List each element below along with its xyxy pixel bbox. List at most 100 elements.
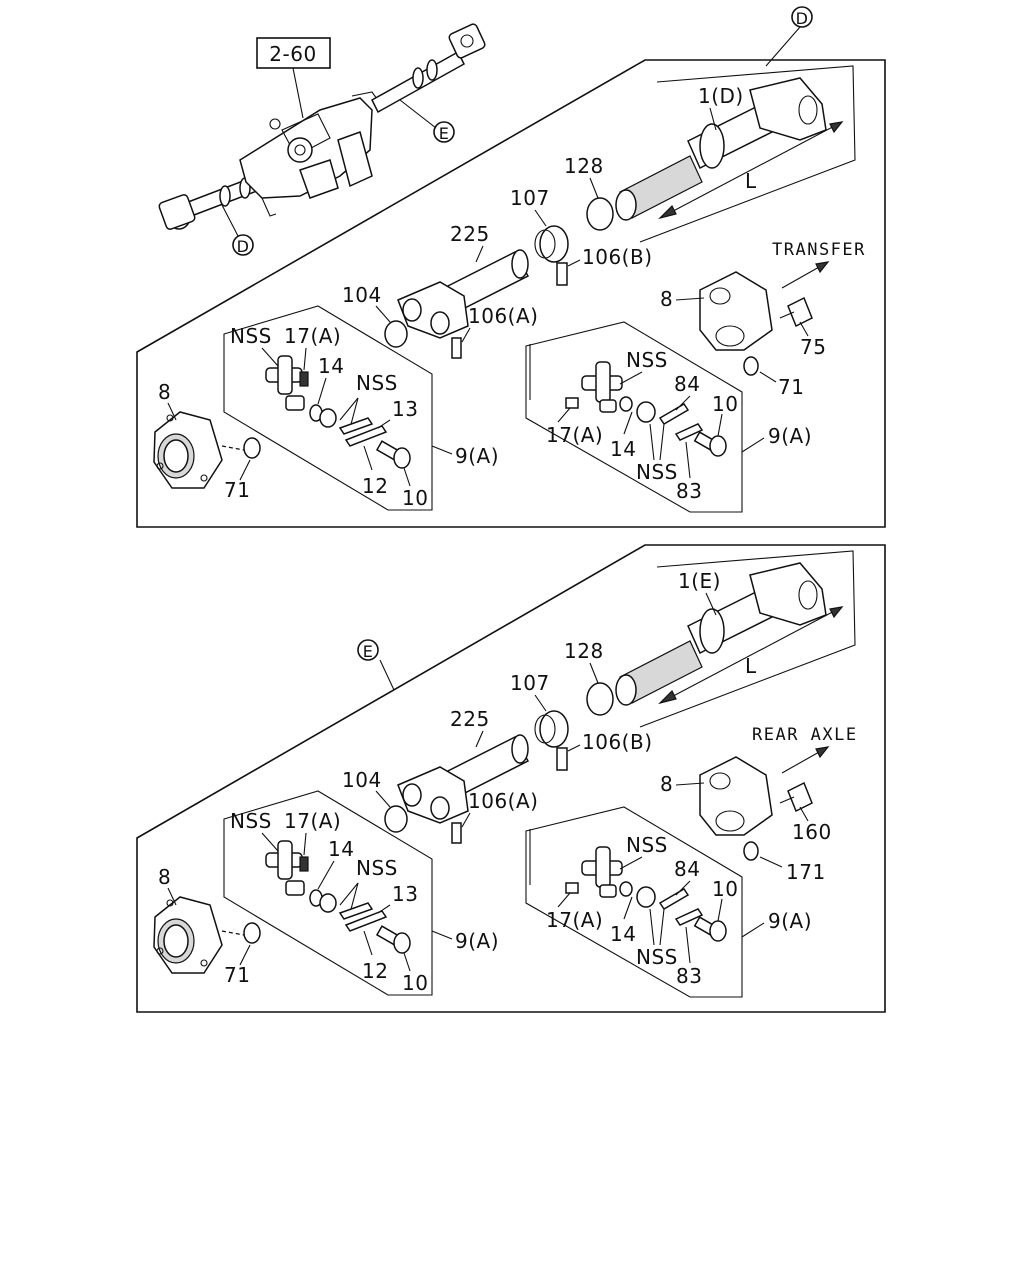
panel-e-slip-shaft xyxy=(615,562,827,706)
panel-d-left-label-nss-b: NSS xyxy=(356,371,398,395)
panel-d-label-75: 75 xyxy=(800,335,826,359)
panel-d-right-fitting-17a xyxy=(565,397,579,409)
panel-e-right-label-10: 10 xyxy=(712,877,738,901)
panel-d-right-label-10: 10 xyxy=(712,392,738,416)
panel-d-tube-yoke xyxy=(397,249,530,339)
panel-e-right-label-83: 83 xyxy=(676,964,702,988)
panel-d-right-bolt-10 xyxy=(693,431,727,457)
overview-callout-d-label: D xyxy=(237,237,250,256)
panel-e-left-label-12: 12 xyxy=(362,959,388,983)
panel-d-left-label-9a: 9(A) xyxy=(455,444,499,468)
panel-e-left-spider xyxy=(265,840,305,896)
panel-d-right-label-83: 83 xyxy=(676,479,702,503)
panel-e-label-171: 171 xyxy=(786,860,826,884)
panel-d-frame xyxy=(136,59,886,528)
panel-d-bolt-75 xyxy=(787,296,813,328)
panel-d-left-label-17a: 17(A) xyxy=(284,324,341,348)
panel-e-tube-yoke xyxy=(397,734,530,824)
panel-d-slip-shaft xyxy=(615,77,827,221)
panel-e-label-160: 160 xyxy=(792,820,832,844)
panel-d-label-106b: 106(B) xyxy=(582,245,653,269)
panel-d-callout xyxy=(791,6,813,28)
panel-e-left-label-nss-b: NSS xyxy=(356,856,398,880)
panel-e-callout-label: E xyxy=(363,642,374,661)
panel-d-label-106a: 106(A) xyxy=(468,304,538,328)
panel-d-shaft-label: 1(D) xyxy=(698,84,744,108)
panel-e-fitting-106a xyxy=(451,822,462,844)
panel-d-right-kit-frame xyxy=(525,321,743,513)
panel-e-left-label-13: 13 xyxy=(392,882,418,906)
panel-e-right-label-84: 84 xyxy=(674,857,700,881)
panel-d-label-225: 225 xyxy=(450,222,490,246)
panel-d-right-label-84: 84 xyxy=(674,372,700,396)
panel-e-label-8: 8 xyxy=(660,772,673,796)
panel-e-left-label-14: 14 xyxy=(328,837,354,861)
overview-rear-shaft xyxy=(371,23,486,114)
panel-d-sleeve xyxy=(586,197,614,231)
panel-e-right-label-nss-b: NSS xyxy=(636,945,678,969)
panel-e-right-kit-frame xyxy=(525,806,743,998)
panel-e-right-label-9a: 9(A) xyxy=(768,909,812,933)
panel-d-left-label-14: 14 xyxy=(318,354,344,378)
panel-d-right-label-9a: 9(A) xyxy=(768,424,812,448)
panel-e-left-nut-71 xyxy=(243,922,261,944)
panel-d-boot xyxy=(539,225,569,263)
panel-e-right-label-14: 14 xyxy=(610,922,636,946)
panel-d-label-107: 107 xyxy=(510,186,550,210)
panel-d-left-label-71: 71 xyxy=(224,478,250,502)
panel-d-left-label-13: 13 xyxy=(392,397,418,421)
overview-callout-e-label: E xyxy=(439,124,450,143)
panel-d-right-label-14: 14 xyxy=(610,437,636,461)
panel-e-frame xyxy=(136,544,886,1013)
panel-d-label-8: 8 xyxy=(660,287,673,311)
panel-e-length-arrow xyxy=(659,606,843,704)
panel-e-direction-label: REAR AXLE xyxy=(752,725,858,745)
panel-d-label-128: 128 xyxy=(564,154,604,178)
panel-e-right-fitting-17a xyxy=(565,882,579,894)
panel-d-left-kit-frame xyxy=(223,305,433,511)
panel-e-callout xyxy=(357,639,379,661)
panel-e-right-spider xyxy=(581,846,623,898)
panel-d-plug xyxy=(384,320,408,348)
panel-d-right-label-nss-b: NSS xyxy=(636,460,678,484)
panel-d-left-label-12: 12 xyxy=(362,474,388,498)
panel-d-direction-label: TRANSFER xyxy=(772,240,866,260)
reference-box-label: 2-60 xyxy=(269,42,316,66)
panel-e-bolt-160 xyxy=(787,781,813,813)
panel-d-right-label-17a: 17(A) xyxy=(546,423,603,447)
panel-e-fitting-106b xyxy=(556,747,568,771)
panel-e-label-225: 225 xyxy=(450,707,490,731)
panel-d-left-spider xyxy=(265,355,305,411)
panel-e: E 1(E) L 128 107 106(B) xyxy=(136,544,886,1013)
panel-e-sleeve xyxy=(586,682,614,716)
panel-d-label-104: 104 xyxy=(342,283,382,307)
overview-callout-d xyxy=(232,234,254,256)
panel-e-left-label-nss-a: NSS xyxy=(230,809,272,833)
panel-e-right-label-17a: 17(A) xyxy=(546,908,603,932)
panel-e-boot xyxy=(539,710,569,748)
panel-e-left-bolt-10 xyxy=(375,925,411,954)
panel-e-left-label-71: 71 xyxy=(224,963,250,987)
panel-d: 1(D) L 128 107 106(B) 225 104 106(A) xyxy=(136,59,886,528)
panel-d-left-label-10: 10 xyxy=(402,486,428,510)
overview-transfer-case xyxy=(239,91,383,217)
panel-e-companion-yoke xyxy=(699,756,773,836)
panel-d-right-spider xyxy=(581,361,623,413)
panel-d-companion-yoke xyxy=(699,271,773,351)
panel-d-length-label: L xyxy=(745,169,757,193)
overview-assembly: 2-60 xyxy=(158,23,486,256)
panel-d-left-label-8: 8 xyxy=(158,380,171,404)
panel-d-flange-left xyxy=(153,411,223,489)
panel-e-label-106b: 106(B) xyxy=(582,730,653,754)
panel-e-plug xyxy=(384,805,408,833)
panel-e-right-label-nss-a: NSS xyxy=(626,833,668,857)
panel-e-left-label-8: 8 xyxy=(158,865,171,889)
panel-d-left-fitting-17a xyxy=(299,371,309,387)
panel-d-right-label-nss-a: NSS xyxy=(626,348,668,372)
panel-e-label-107: 107 xyxy=(510,671,550,695)
panel-e-left-kit-frame xyxy=(223,790,433,996)
panel-e-left-label-10: 10 xyxy=(402,971,428,995)
panel-e-left-label-9a: 9(A) xyxy=(455,929,499,953)
panel-e-left-label-17a: 17(A) xyxy=(284,809,341,833)
